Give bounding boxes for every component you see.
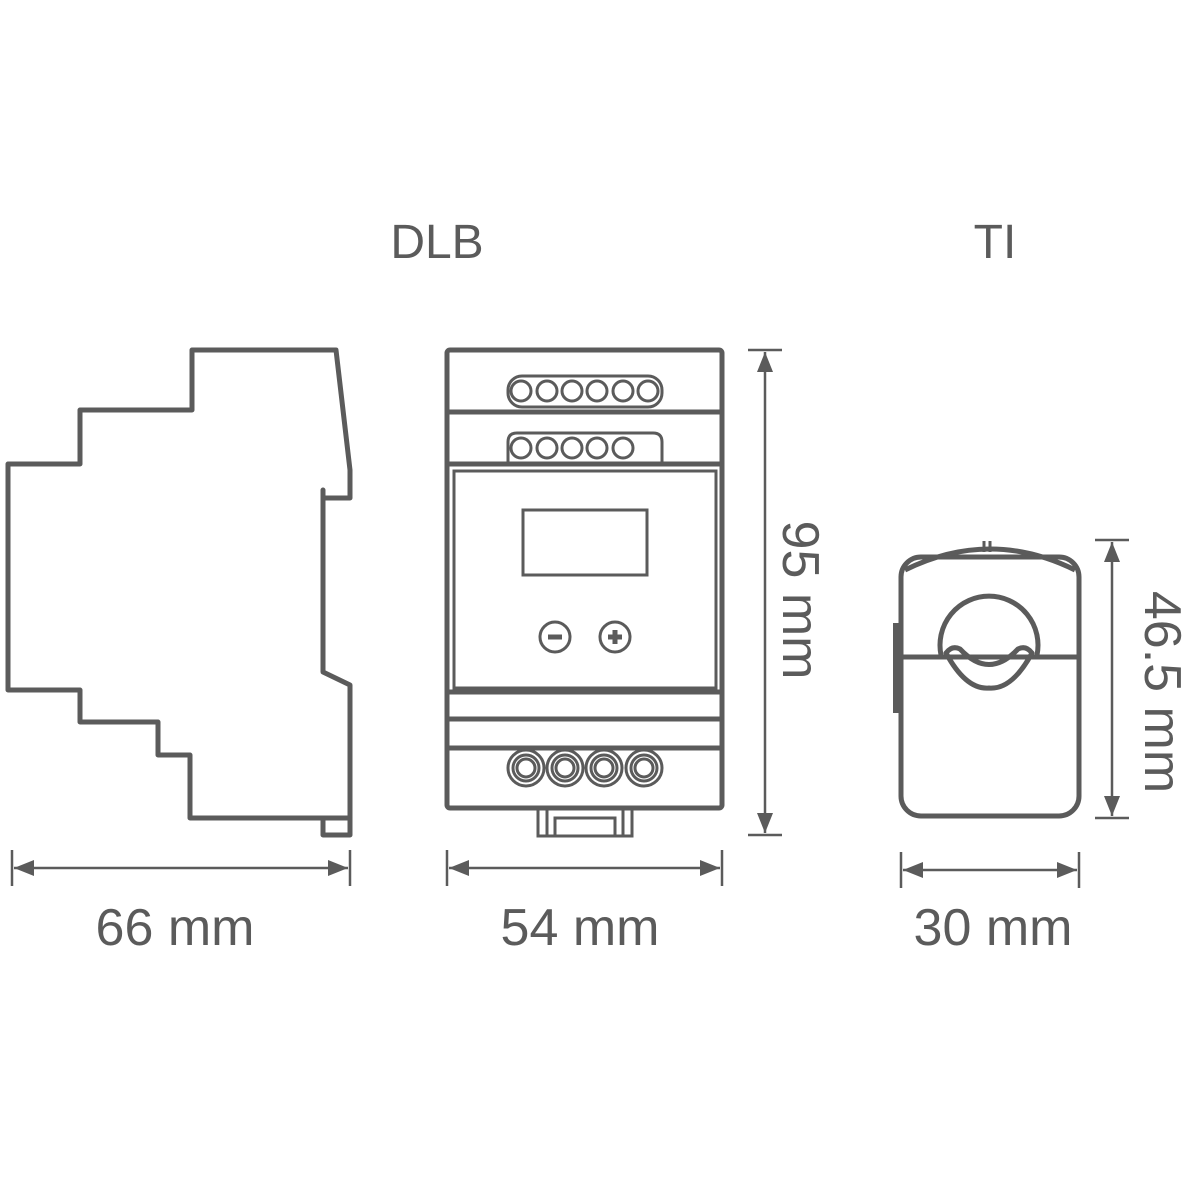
ti-title: TI: [974, 216, 1017, 269]
din-clip: [536, 808, 634, 838]
ti-height-label: 46.5 mm: [1133, 591, 1191, 793]
dlb-title: DLB: [390, 216, 483, 269]
dlb-depth-dimension: 66 mm: [10, 850, 352, 957]
ti-width-dimension: 30 mm: [899, 852, 1081, 957]
top-terminals: [509, 379, 660, 403]
dlb-side-view: [5, 347, 353, 838]
dlb-width-dimension: 54 mm: [445, 850, 724, 957]
middle-terminals: [509, 436, 635, 460]
dlb-width-label: 54 mm: [501, 899, 660, 957]
ti-width-label: 30 mm: [914, 899, 1073, 957]
bottom-terminals: [506, 748, 664, 788]
middle-terminal-block: [506, 431, 664, 464]
dlb-height-label: 95 mm: [771, 521, 829, 680]
dlb-front-view: [444, 347, 725, 838]
plus-button-icon: [598, 620, 632, 654]
display-screen: [521, 508, 649, 577]
ti-current-transformer: [893, 541, 1082, 819]
dlb-height-dimension: 95 mm: [748, 348, 829, 837]
dlb-depth-label: 66 mm: [96, 899, 255, 957]
ti-height-dimension: 46.5 mm: [1095, 538, 1191, 820]
top-terminal-block: [506, 374, 664, 409]
minus-button-icon: [538, 620, 572, 654]
